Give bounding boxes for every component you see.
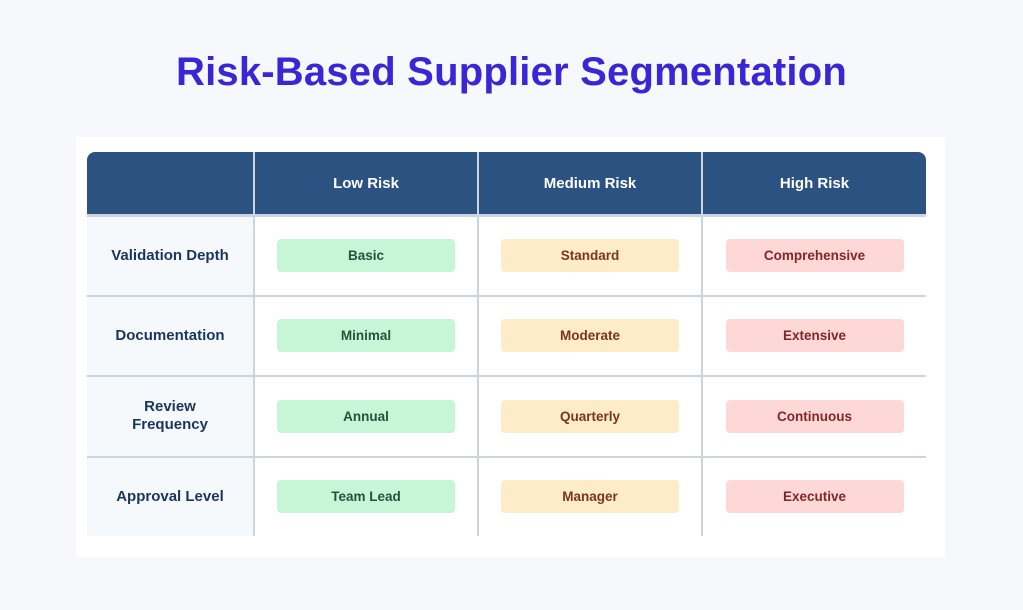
medium-risk-badge: Manager [501, 480, 679, 513]
cell-low: Annual [254, 374, 479, 457]
low-risk-badge: Basic [277, 239, 455, 273]
cell-low: Team Lead [254, 455, 479, 536]
high-risk-badge: Extensive [725, 319, 904, 352]
table-row: Review Frequency Annual Quarterly Continuou… [87, 374, 926, 457]
cell-low: Basic [254, 214, 479, 296]
low-risk-badge: Minimal [277, 319, 455, 352]
cell-medium: Standard [478, 214, 703, 296]
row-label: Approval Level [87, 455, 255, 536]
cell-medium: Manager [478, 455, 703, 536]
high-risk-badge: Comprehensive [725, 239, 904, 273]
header-row: Low Risk Medium Risk High Risk [87, 152, 926, 216]
medium-risk-badge: Standard [501, 239, 679, 273]
cell-low: Minimal [254, 294, 479, 376]
cell-high: Comprehensive [702, 214, 926, 296]
table-row: Documentation Minimal Moderate Extensive [87, 294, 926, 376]
high-risk-badge: Continuous [725, 399, 904, 433]
header-empty [87, 152, 255, 216]
header-medium-risk: Medium Risk [478, 152, 703, 216]
page-title: Risk-Based Supplier Segmentation [176, 50, 847, 94]
table-row: Validation Depth Basic Standard Comprehensi… [87, 214, 926, 296]
segmentation-table: Low Risk Medium Risk High Risk Validatio… [87, 152, 926, 536]
low-risk-badge: Team Lead [277, 480, 455, 513]
row-label: Review Frequency [87, 374, 255, 457]
medium-risk-badge: Moderate [501, 319, 679, 352]
cell-medium: Moderate [478, 294, 703, 376]
cell-medium: Quarterly [478, 374, 703, 457]
high-risk-badge: Executive [725, 480, 904, 513]
cell-high: Executive [702, 455, 926, 536]
row-label: Documentation [87, 294, 255, 376]
row-label: Validation Depth [87, 214, 255, 296]
segmentation-card: Low Risk Medium Risk High Risk Validatio… [76, 137, 945, 557]
low-risk-badge: Annual [277, 399, 455, 433]
header-high-risk: High Risk [702, 152, 926, 216]
medium-risk-badge: Quarterly [501, 399, 679, 433]
cell-high: Extensive [702, 294, 926, 376]
cell-high: Continuous [702, 374, 926, 457]
header-low-risk: Low Risk [254, 152, 479, 216]
table-row: Approval Level Team Lead Manager Executive [87, 455, 926, 536]
